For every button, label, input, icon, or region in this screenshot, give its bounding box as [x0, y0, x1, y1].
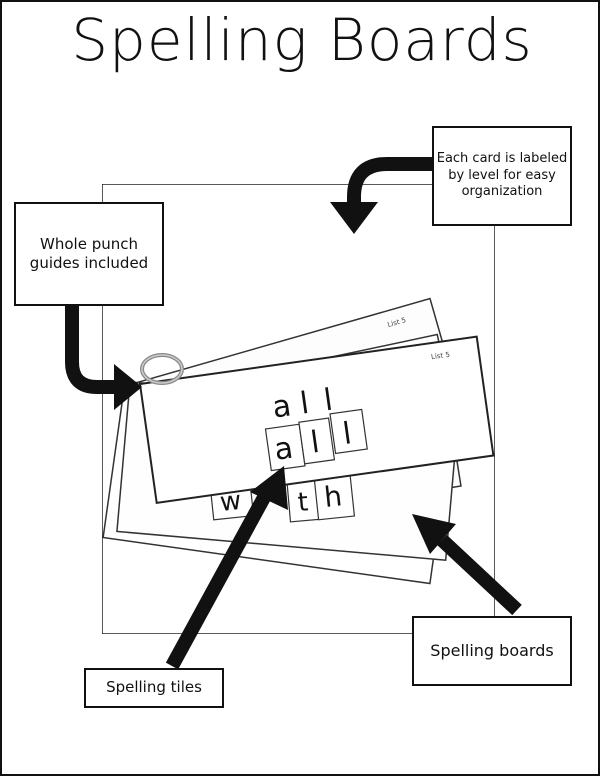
- callout-hole-punch: Whole punch guides included: [14, 202, 164, 306]
- card-word-letter: a: [270, 388, 293, 425]
- tile-letter: a: [272, 431, 295, 468]
- front-card: List 5 a l l a l l: [138, 335, 495, 504]
- spelling-tile: a: [264, 423, 306, 472]
- card-level-label: List 5: [431, 351, 451, 362]
- callout-spelling-tiles: Spelling tiles: [84, 668, 224, 708]
- binder-ring-icon: [140, 353, 184, 385]
- spelling-tile: l: [329, 408, 368, 455]
- callout-label-level: Each card is labeled by level for easy o…: [432, 126, 572, 226]
- spelling-tile: l: [298, 417, 336, 465]
- lower-tile-letter: t: [297, 487, 310, 518]
- page-title: Spelling Boards: [71, 6, 533, 74]
- callout-spelling-boards: Spelling boards: [412, 616, 572, 686]
- lower-tile-letter: h: [323, 479, 344, 514]
- lower-tile: h: [313, 471, 356, 521]
